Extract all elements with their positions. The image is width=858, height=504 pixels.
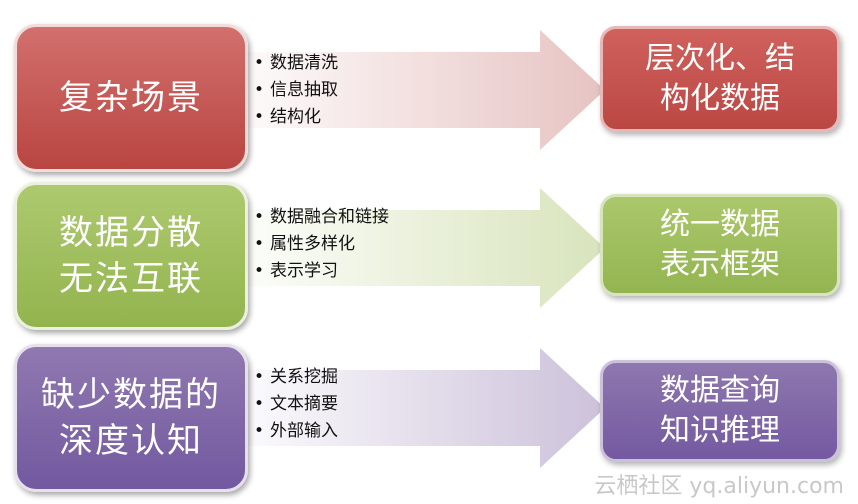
- method-item: 数据清洗: [252, 50, 338, 77]
- result-box-2: 统一数据 表示框架: [600, 194, 840, 296]
- method-item: 信息抽取: [252, 77, 338, 104]
- result-line: 层次化、结: [645, 41, 795, 76]
- method-item: 文本摘要: [252, 391, 338, 418]
- method-list-1: 数据清洗 信息抽取 结构化: [252, 50, 338, 131]
- method-item: 外部输入: [252, 418, 338, 445]
- result-box-1: 层次化、结 构化数据: [600, 26, 840, 132]
- result-line: 表示框架: [660, 247, 780, 282]
- row-3: 缺少数据的 深度认知 关系挖掘 文本摘要 外部输入 数据查询 知识推理: [0, 334, 858, 494]
- method-item: 属性多样化: [252, 231, 389, 258]
- method-item: 关系挖掘: [252, 364, 338, 391]
- result-line: 数据查询: [660, 373, 780, 408]
- row-1: 复杂场景 数据清洗 信息抽取 结构化 层次化、结 构化数据: [0, 12, 858, 172]
- problem-line: 深度认知: [59, 421, 203, 461]
- problem-line: 数据分散: [59, 213, 203, 253]
- method-list-3: 关系挖掘 文本摘要 外部输入: [252, 364, 338, 445]
- watermark: 云栖社区 yq.aliyun.com: [594, 474, 844, 499]
- problem-line: 无法互联: [59, 259, 203, 299]
- method-list-2: 数据融合和链接 属性多样化 表示学习: [252, 204, 389, 285]
- problem-box-2: 数据分散 无法互联: [14, 182, 248, 330]
- result-line: 构化数据: [660, 81, 780, 116]
- row-2: 数据分散 无法互联 数据融合和链接 属性多样化 表示学习 统一数据 表示框架: [0, 172, 858, 332]
- problem-box-1: 复杂场景: [14, 24, 248, 172]
- result-line: 知识推理: [660, 413, 780, 448]
- method-item: 表示学习: [252, 258, 389, 285]
- method-item: 结构化: [252, 104, 338, 131]
- method-item: 数据融合和链接: [252, 204, 389, 231]
- result-line: 统一数据: [660, 207, 780, 242]
- problem-box-3: 缺少数据的 深度认知: [14, 344, 248, 492]
- problem-line: 缺少数据的: [41, 375, 221, 415]
- result-box-3: 数据查询 知识推理: [600, 360, 840, 462]
- problem-line: 复杂场景: [59, 78, 203, 118]
